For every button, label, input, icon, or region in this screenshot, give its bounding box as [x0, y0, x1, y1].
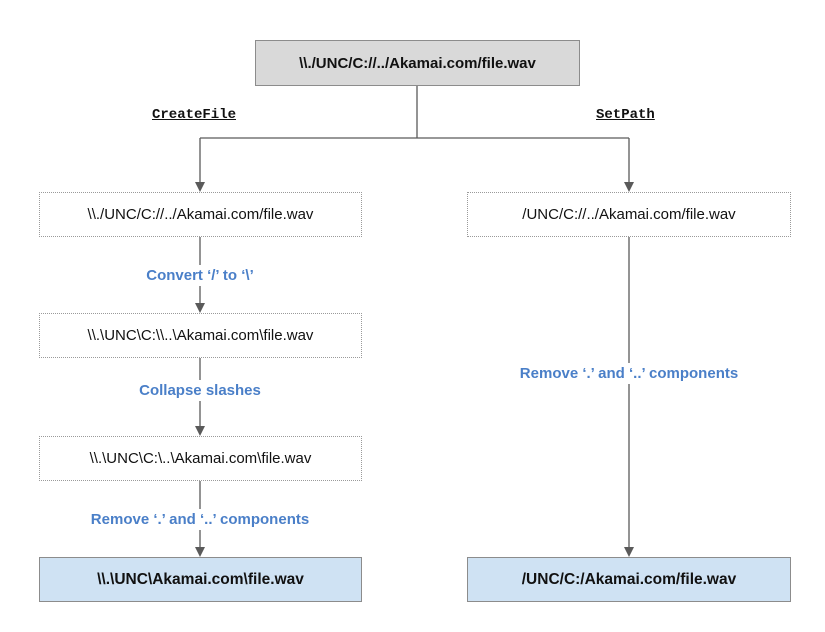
left-result-box: \\.\UNC\Akamai.com\file.wav: [39, 557, 362, 602]
method-label-createfile: CreateFile: [152, 107, 237, 123]
right-stage1-box: /UNC/C://../Akamai.com/file.wav: [467, 192, 791, 237]
left-step2-label: Collapse slashes: [139, 380, 261, 401]
right-stage1-text: /UNC/C://../Akamai.com/file.wav: [522, 206, 736, 223]
left-stage3-text: \\.\UNC\C:\..\Akamai.com\file.wav: [89, 450, 312, 467]
left-stage3-box: \\.\UNC\C:\..\Akamai.com\file.wav: [39, 436, 362, 481]
left-step1-label: Convert ‘/’ to ‘\’: [146, 265, 254, 286]
method-label-setpath: SetPath: [596, 107, 655, 123]
left-stage2-box: \\.\UNC\C:\\..\Akamai.com\file.wav: [39, 313, 362, 358]
right-step1-label: Remove ‘.’ and ‘..’ components: [519, 363, 739, 384]
left-step3-label: Remove ‘.’ and ‘..’ components: [90, 509, 310, 530]
left-result-text: \\.\UNC\Akamai.com\file.wav: [97, 570, 304, 588]
left-stage2-text: \\.\UNC\C:\\..\Akamai.com\file.wav: [87, 327, 314, 344]
right-result-box: /UNC/C:/Akamai.com/file.wav: [467, 557, 791, 602]
source-path-box: \\./UNC/C://../Akamai.com/file.wav: [255, 40, 580, 86]
source-path-text: \\./UNC/C://../Akamai.com/file.wav: [299, 54, 536, 72]
left-stage1-text: \\./UNC/C://../Akamai.com/file.wav: [87, 206, 314, 223]
left-stage1-box: \\./UNC/C://../Akamai.com/file.wav: [39, 192, 362, 237]
right-result-text: /UNC/C:/Akamai.com/file.wav: [521, 570, 737, 588]
